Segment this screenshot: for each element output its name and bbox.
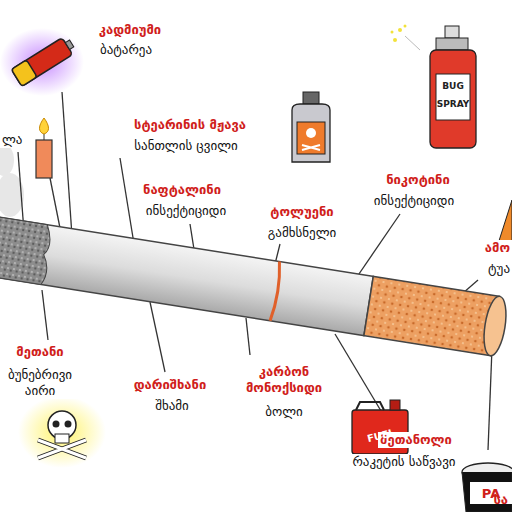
source-name: გამხსნელი — [266, 225, 339, 241]
source-name: ლა — [0, 132, 24, 148]
chemical-name: კადმიუმი — [97, 22, 163, 38]
spray-can-icon — [391, 25, 477, 149]
source-name: ბუნებრივი აირი — [0, 367, 84, 398]
cigarette — [0, 215, 510, 357]
chemical-name: ტოლუენი — [268, 204, 335, 220]
chemical-name: კარბონ მონოქსიდი — [237, 364, 331, 395]
chemical-name: მეთანი — [14, 344, 65, 360]
source-name: ტუა — [486, 261, 512, 277]
source-name: რაკეტის საწვავი — [350, 454, 457, 470]
source-name: ბოლი — [263, 404, 305, 420]
source-name: ინსექტიციდი — [372, 193, 456, 209]
can-text: BUG — [440, 81, 466, 92]
bottle-icon — [292, 92, 330, 162]
can-text: SPRAY — [435, 99, 472, 110]
chemical-name: ნიკოტინი — [384, 172, 452, 188]
candle-icon — [36, 118, 52, 178]
source-name: სანთლის ცვილი — [132, 138, 239, 154]
paint-can-icon — [462, 463, 512, 512]
chemical-name: ამო — [483, 240, 512, 256]
battery-icon — [0, 28, 84, 96]
source-name: ინსექტიციდი — [144, 203, 228, 219]
source-name: შხამი — [153, 398, 191, 414]
chemical-name: სა — [491, 492, 510, 508]
skull-icon — [18, 396, 106, 468]
chemical-name: სტეარინის მჟავა — [132, 117, 248, 133]
source-name: ბატარეა — [98, 42, 154, 58]
chemical-name: ნაფტალინი — [141, 182, 223, 198]
chemical-name: დარიშხანი — [132, 377, 209, 393]
